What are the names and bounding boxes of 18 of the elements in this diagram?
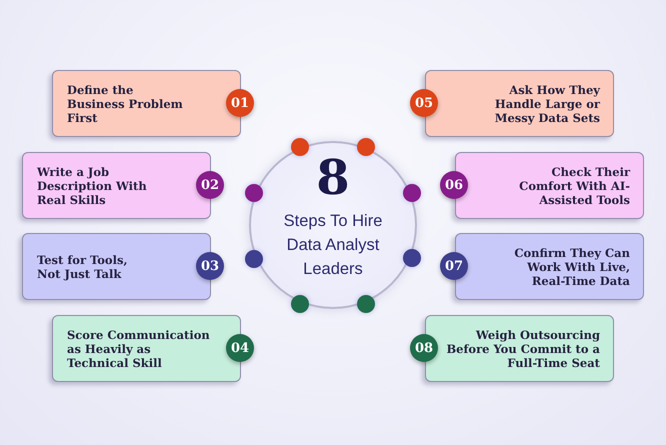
step-number-badge: 08 bbox=[410, 334, 438, 362]
step-number-badge: 03 bbox=[196, 252, 224, 280]
step-text: Confirm They Can Work With Live, Real-Time Data bbox=[513, 246, 630, 288]
step-count-number: 8 bbox=[316, 153, 350, 203]
circle-title: Steps To Hire Data Analyst Leaders bbox=[282, 211, 384, 280]
step-number-badge: 07 bbox=[440, 252, 468, 280]
step-number-badge: 02 bbox=[196, 171, 224, 199]
step-number-badge: 05 bbox=[410, 89, 438, 117]
step-number-badge: 01 bbox=[226, 89, 254, 117]
step-number-badge: 06 bbox=[440, 171, 468, 199]
step-text: Score Communication as Heavily as Technical Skill bbox=[67, 328, 211, 370]
step-text: Test for Tools, Not Just Talk bbox=[37, 252, 128, 280]
step-text: Write a Job Description With Real Skills bbox=[37, 164, 148, 206]
step-number-badge: 04 bbox=[226, 334, 254, 362]
step-text: Define the Business Problem First bbox=[67, 82, 184, 124]
step-text: Weigh Outsourcing Before You Commit to a Full-Time Seat bbox=[445, 328, 600, 370]
step-text: Check Their Comfort With AI-Assisted Tools bbox=[518, 164, 630, 206]
step-text: Ask How They Handle Large or Messy Data Sets bbox=[494, 82, 600, 124]
